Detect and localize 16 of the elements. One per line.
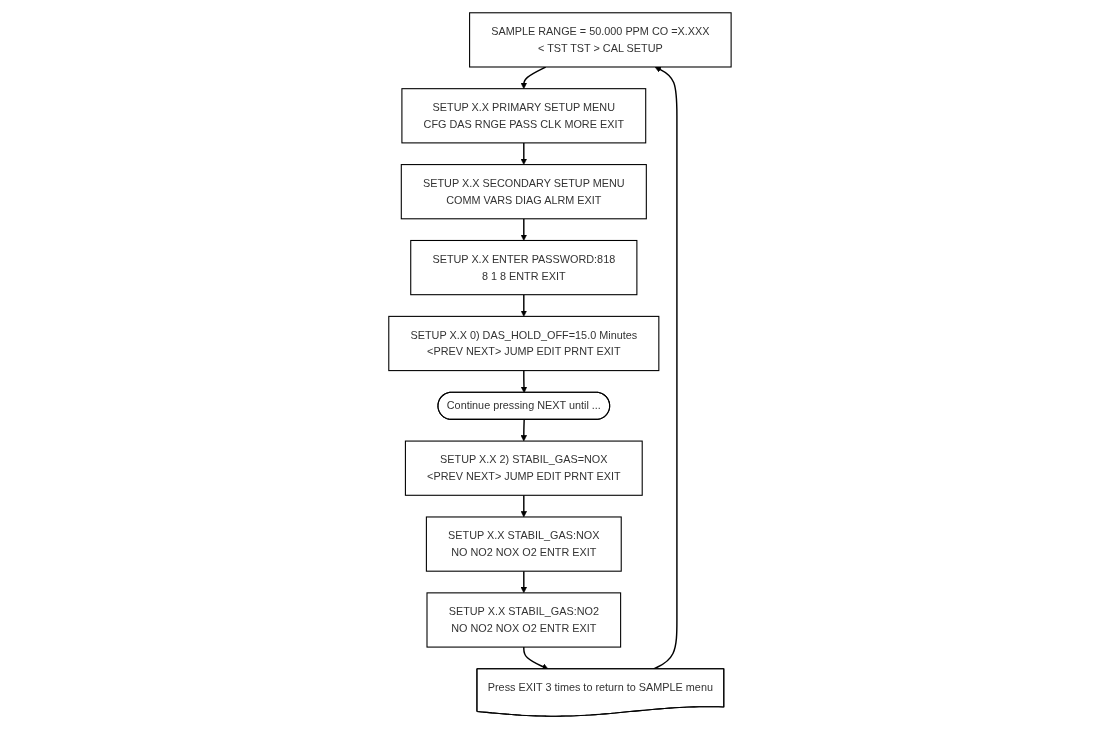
arrow <box>520 293 527 317</box>
node-box: SETUP X.X STABIL_GAS:NOX NO NO2 NOX O2 ENTR EXIT <box>425 516 622 572</box>
node-box: SETUP X.X ENTER PASSWORD:818 8 1 8 ENTR EXIT <box>409 239 637 296</box>
node-box: SETUP X.X SECONDARY SETUP MENU COMM VARS DIAG ALRM EXIT <box>400 164 647 220</box>
arrow <box>520 142 527 165</box>
arrow <box>520 66 546 89</box>
node-box: SETUP X.X 0) DAS_HOLD_OFF=15.0 Minutes <PREV NEXT> JUMP EDIT PRNT EXIT <box>387 315 659 372</box>
arrow <box>520 570 527 594</box>
arrow <box>520 218 527 241</box>
node-box: SETUP X.X PRIMARY SETUP MENU CFG DAS RNGE PASS CLK MORE EXIT <box>400 88 646 144</box>
node-box: SAMPLE RANGE = 50.000 PPM CO =X.XXX < TST TST > CAL SETUP <box>468 12 732 68</box>
arrow <box>520 419 527 442</box>
arrow <box>520 369 527 393</box>
node-box: SETUP X.X STABIL_GAS:NO2 NO NO2 NOX O2 ENTR EXIT <box>426 592 621 648</box>
arrow <box>520 494 527 518</box>
node-box: SETUP X.X 2) STABIL_GAS=NOX <PREV NEXT> JUMP EDIT PRNT EXIT <box>404 440 643 496</box>
